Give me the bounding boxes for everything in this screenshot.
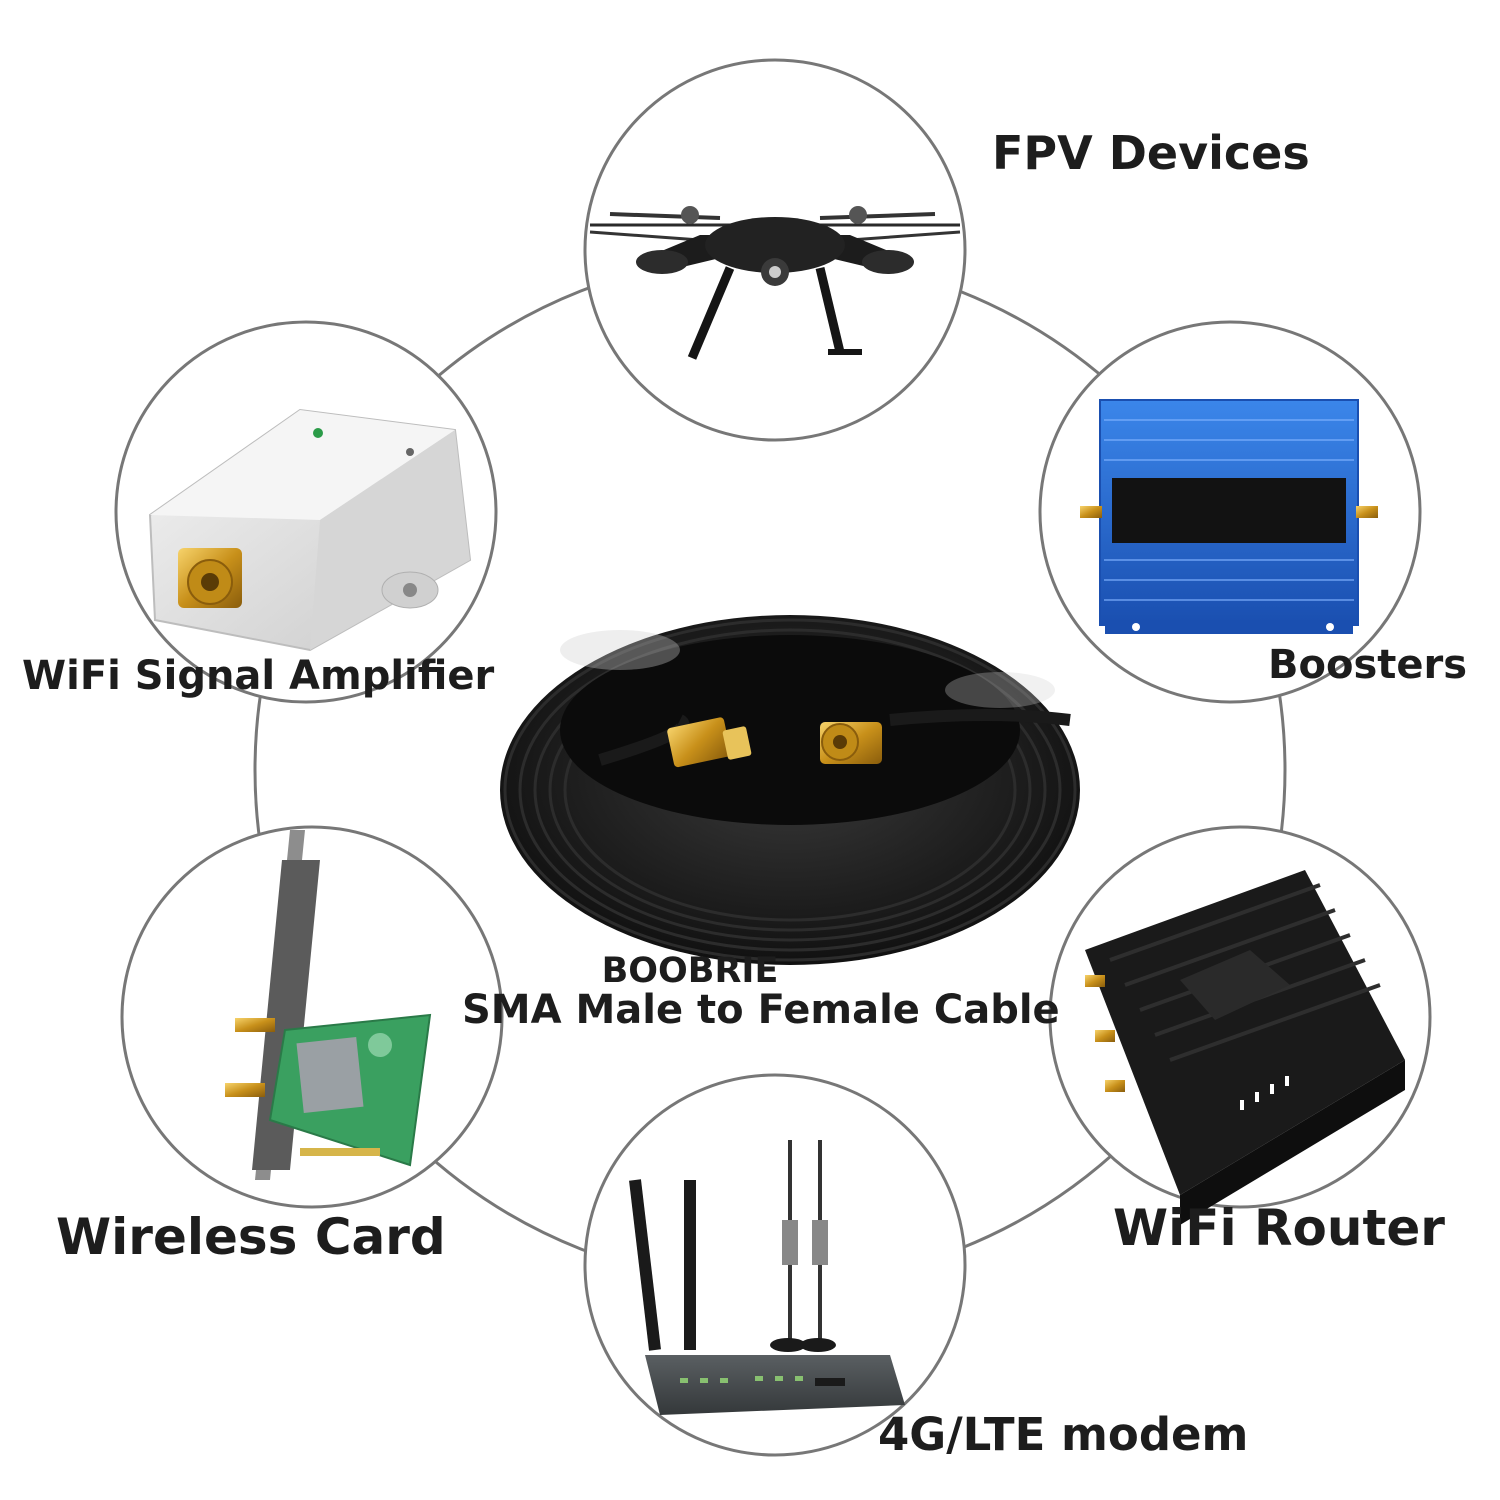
label-wifi-router: WiFi Router [1113, 1199, 1445, 1257]
brand-label: BOOBRIE [601, 951, 779, 991]
label-wireless-card: Wireless Card [56, 1208, 446, 1266]
wifi-router-image [1085, 870, 1405, 1225]
wireless-card-image [225, 830, 432, 1180]
sma-male-connector [667, 717, 752, 768]
label-fpv-devices: FPV Devices [992, 126, 1310, 180]
label-wifi-signal-amplifier: WiFi Signal Amplifier [22, 653, 495, 699]
coiled-cable-image [500, 615, 1080, 965]
sma-female-connector [820, 722, 882, 764]
lte-modem-image [629, 1140, 905, 1415]
brand-label-wrap: BOOBRIE [0, 954, 1500, 989]
booster-image [1080, 399, 1378, 634]
product-label: SMA Male to Female Cable [462, 987, 1060, 1033]
label-boosters: Boosters [1268, 642, 1468, 688]
wifi-amplifier-image [148, 408, 472, 652]
label-lte-modem: 4G/LTE modem [878, 1408, 1249, 1461]
drone-image [589, 206, 961, 360]
